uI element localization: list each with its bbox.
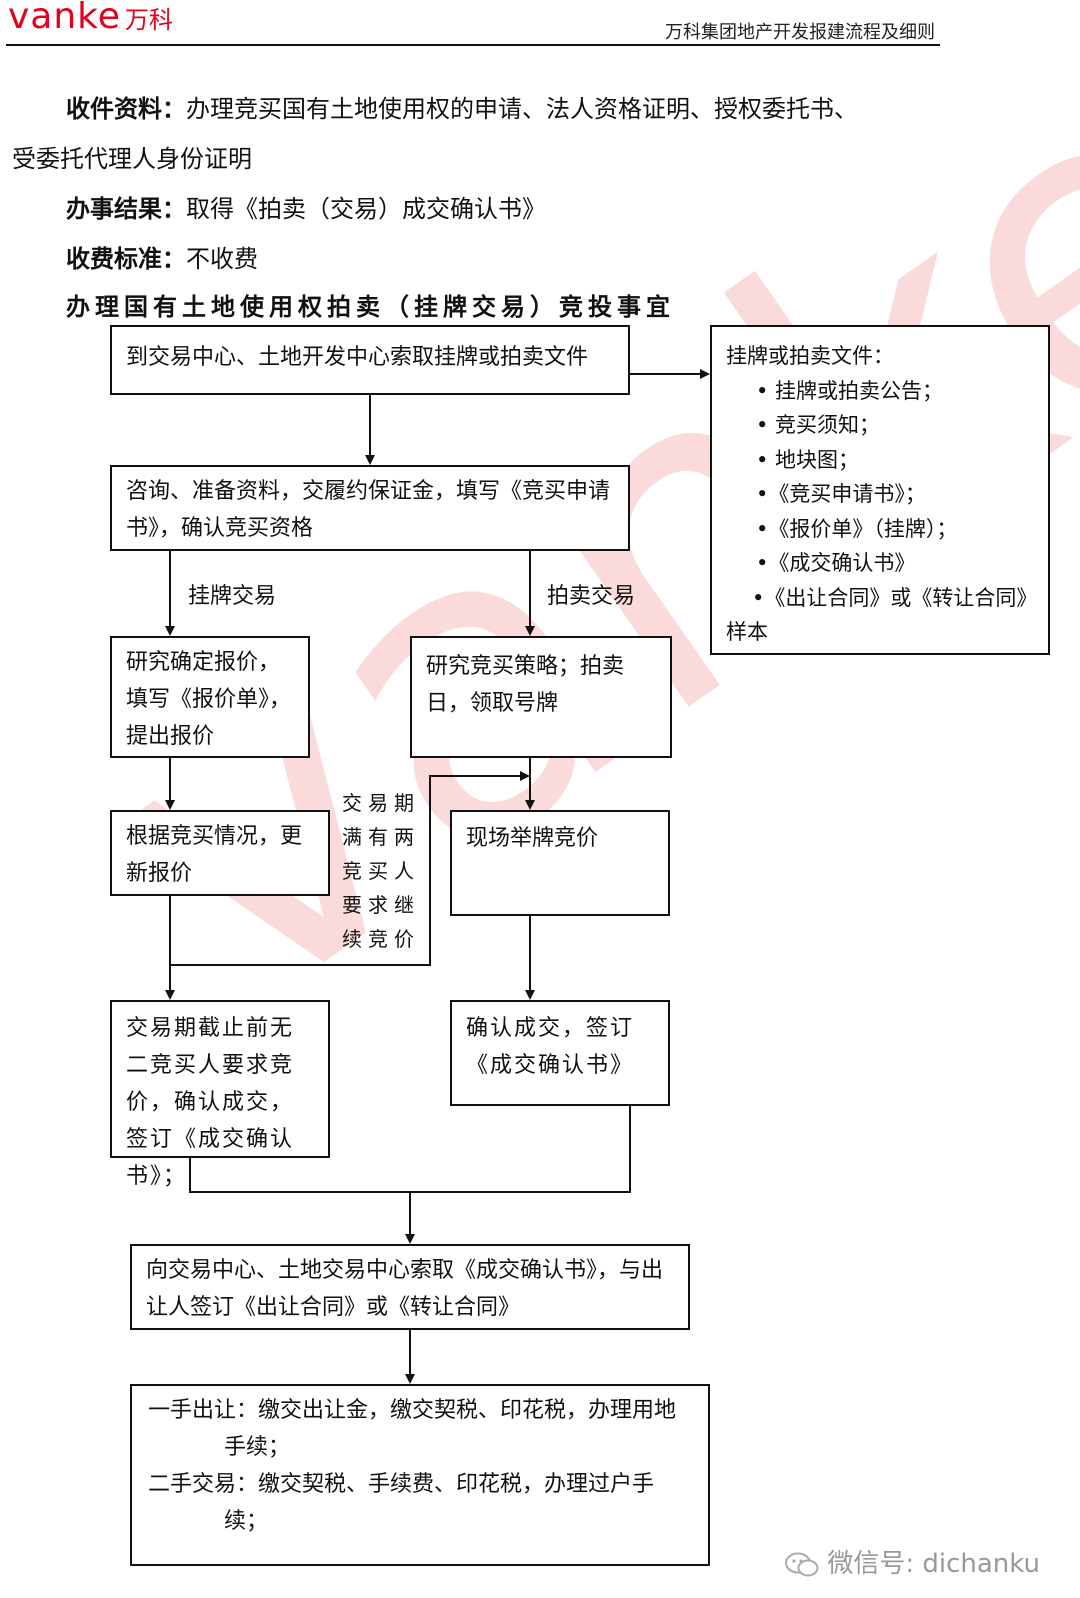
step-get-documents: 到交易中心、土地开发中心索取挂牌或拍卖文件 (110, 325, 630, 395)
materials-label: 收件资料： (66, 94, 186, 123)
branch-listing-label: 挂牌交易 (188, 584, 277, 609)
step-confirm-auction: 确认成交，签订《成交确认书》 (450, 1000, 670, 1106)
result-text: 取得《拍卖（交易）成交确认书》 (186, 195, 546, 223)
auction-documents-title: 挂牌或拍卖文件： (726, 344, 894, 368)
step-sign-contract: 向交易中心、土地交易中心索取《成交确认书》，与出让人签订《出让合同》或《转让合同… (130, 1244, 690, 1330)
auction-doc-item: •《竞买申请书》； (756, 482, 926, 506)
auction-documents-list: • 挂牌或拍卖公告； • 竞买须知； • 地块图； •《竞买申请书》； •《报价… (726, 374, 1038, 616)
wechat-id: 微信号: dichanku (785, 1543, 1040, 1580)
fee-line: 收费标准：不收费 (66, 234, 258, 284)
materials-line: 收件资料：办理竞买国有土地使用权的申请、法人资格证明、授权委托书、 (66, 84, 1046, 134)
wechat-icon (785, 1552, 819, 1576)
section-title: 办理国有土地使用权拍卖（挂牌交易）竞投事宜 (66, 292, 675, 321)
auction-doc-item: •《成交确认书》 (756, 551, 916, 575)
auction-doc-item: •《出让合同》或《转让合同》 (752, 585, 1038, 610)
header-divider (6, 44, 940, 46)
auction-doc-item: • 地块图； (756, 447, 860, 472)
document-title: 万科集团地产开发报建流程及细则 (665, 22, 935, 43)
final-primary-transfer: 一手出让：缴交出让金，缴交契税、印花税，办理用地手续； (148, 1398, 677, 1460)
materials-text: 办理竞买国有土地使用权的申请、法人资格证明、授权委托书、 (186, 95, 858, 123)
step-update-quote: 根据竞买情况，更新报价 (110, 810, 330, 896)
result-label: 办事结果： (66, 194, 186, 223)
auction-doc-item: • 竞买须知； (756, 413, 881, 437)
branch-auction-label: 拍卖交易 (547, 584, 636, 609)
wechat-id-text: 微信号: dichanku (827, 1549, 1040, 1579)
step-bid-strategy: 研究竞买策略；拍卖日，领取号牌 (410, 636, 672, 758)
auction-documents-tail: 样本 (726, 620, 768, 644)
final-secondary-transaction: 二手交易：缴交契税、手续费、印花税，办理过户手续； (148, 1472, 655, 1534)
auction-doc-item: •《报价单》（挂牌）； (756, 516, 958, 541)
result-line: 办事结果：取得《拍卖（交易）成交确认书》 (66, 184, 546, 234)
step-onsite-bidding: 现场举牌竞价 (450, 810, 670, 916)
step-confirm-listing: 交易期截止前无二竞买人要求竞价，确认成交，签订《成交确认书》； (110, 1000, 330, 1189)
materials-line-2: 受委托代理人身份证明 (12, 145, 252, 173)
fee-label: 收费标准： (66, 244, 186, 273)
fee-text: 不收费 (186, 245, 258, 273)
logo-latin: vanke (8, 0, 121, 37)
step-pay-fees: 一手出让：缴交出让金，缴交契税、印花税，办理用地手续； 二手交易：缴交契税、手续… (130, 1384, 710, 1566)
logo-cn: 万科 (124, 6, 173, 34)
auction-doc-item: • 挂牌或拍卖公告； (756, 378, 944, 403)
step-determine-quote: 研究确定报价，填写《报价单》，提出报价 (110, 636, 310, 758)
auction-documents-box: 挂牌或拍卖文件： • 挂牌或拍卖公告； • 竞买须知； • 地块图； •《竞买申… (710, 325, 1050, 655)
step-consult-prepare: 咨询、准备资料，交履约保证金，填写《竞买申请书》，确认竞买资格 (110, 465, 630, 551)
continue-bidding-note: 交易期满有两竞买人要求继续竞价 (342, 791, 420, 951)
